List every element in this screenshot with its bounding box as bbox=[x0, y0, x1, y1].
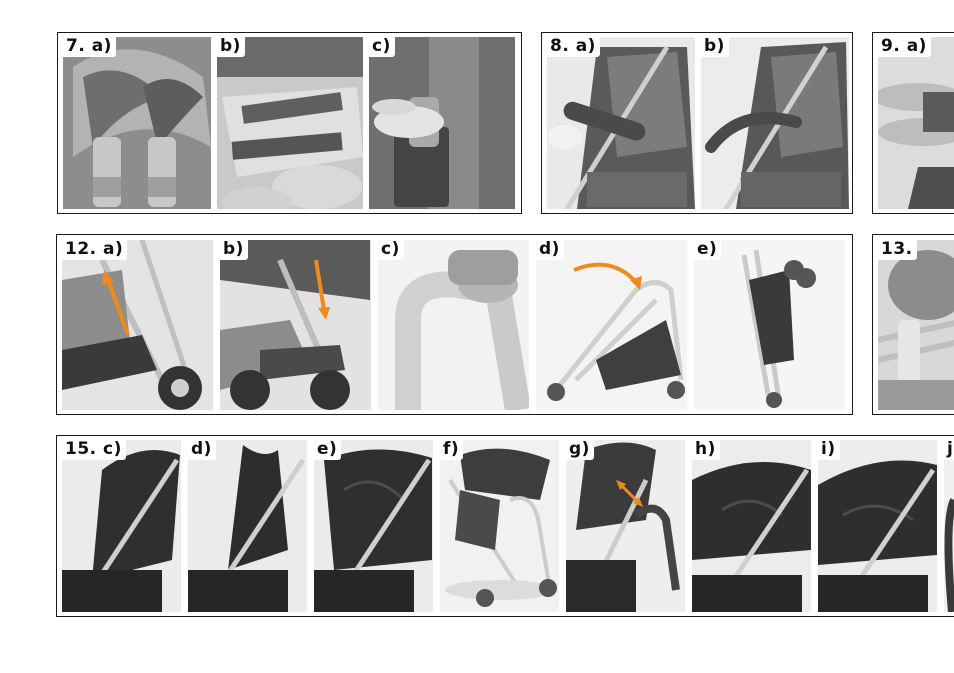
label-8b: b) bbox=[701, 37, 729, 57]
photo-12a: 12. a) bbox=[62, 240, 213, 410]
foot-press-lever-illustration bbox=[220, 240, 371, 410]
photo-8b: b) bbox=[701, 37, 849, 209]
figure-group-8: 8. a) b) bbox=[541, 32, 853, 214]
foot-release-lever-illustration bbox=[62, 240, 213, 410]
figure-group-15: 15. c) d) e) f) bbox=[56, 435, 954, 617]
photo-15f: f) bbox=[440, 440, 559, 612]
folding-hands-illustration bbox=[878, 37, 954, 209]
photo-13: 13. bbox=[878, 240, 954, 410]
folding-stroller-illustration bbox=[536, 240, 687, 410]
arrow-up-icon bbox=[102, 270, 130, 336]
label-15g: g) bbox=[566, 440, 594, 460]
locking-strap-illustration bbox=[878, 240, 954, 410]
double-arrow-icon bbox=[616, 480, 643, 507]
figure-group-7: 7. a) b) c) bbox=[57, 32, 522, 214]
handle-joint-illustration bbox=[378, 240, 529, 410]
canopy-final-illustration bbox=[944, 440, 954, 612]
canopy-adjust-illustration bbox=[566, 440, 685, 612]
bumper-bar-mounted-illustration bbox=[701, 37, 849, 209]
label-15j: j bbox=[944, 440, 954, 460]
label-13: 13. bbox=[878, 240, 917, 260]
label-12a: 12. a) bbox=[62, 240, 128, 260]
label-7b: b) bbox=[217, 37, 245, 57]
figure-group-13: 13. bbox=[872, 234, 954, 415]
label-7c: c) bbox=[369, 37, 395, 57]
stroller-side-view-illustration bbox=[440, 440, 559, 612]
figure-group-12: 12. a) b) bbox=[56, 234, 853, 415]
label-7a: 7. a) bbox=[63, 37, 116, 57]
label-15e: e) bbox=[314, 440, 342, 460]
photo-15i: i) bbox=[818, 440, 937, 612]
figure-group-9: 9. a) bbox=[872, 32, 954, 214]
label-15c: 15. c) bbox=[62, 440, 126, 460]
photo-7b: b) bbox=[217, 37, 363, 209]
label-15f: f) bbox=[440, 440, 464, 460]
label-12b: b) bbox=[220, 240, 248, 260]
photo-12c: c) bbox=[378, 240, 529, 410]
canopy-fold-e-illustration bbox=[314, 440, 433, 612]
folded-stroller-illustration bbox=[694, 240, 845, 410]
label-12c: c) bbox=[378, 240, 404, 260]
canopy-fold-d-illustration bbox=[188, 440, 307, 612]
label-8a: 8. a) bbox=[547, 37, 600, 57]
harness-pad-illustration bbox=[369, 37, 515, 209]
photo-12b: b) bbox=[220, 240, 371, 410]
photo-12d: d) bbox=[536, 240, 687, 410]
photo-7c: c) bbox=[369, 37, 515, 209]
photo-15h: h) bbox=[692, 440, 811, 612]
photo-9a: 9. a) bbox=[878, 37, 954, 209]
canopy-extended-i-illustration bbox=[818, 440, 937, 612]
velcro-strap-illustration bbox=[217, 37, 363, 209]
bumper-bar-attach-illustration bbox=[547, 37, 695, 209]
photo-12e: e) bbox=[694, 240, 845, 410]
photo-7a: 7. a) bbox=[63, 37, 211, 209]
label-9a: 9. a) bbox=[878, 37, 931, 57]
photo-8a: 8. a) bbox=[547, 37, 695, 209]
arrow-down-icon bbox=[314, 259, 330, 320]
curved-arrow-icon bbox=[573, 262, 642, 290]
label-12e: e) bbox=[694, 240, 722, 260]
label-15i: i) bbox=[818, 440, 840, 460]
canopy-fold-c-illustration bbox=[62, 440, 181, 612]
label-15d: d) bbox=[188, 440, 216, 460]
photo-15g: g) bbox=[566, 440, 685, 612]
label-15h: h) bbox=[692, 440, 720, 460]
label-12d: d) bbox=[536, 240, 564, 260]
padding-shoulder-illustration bbox=[63, 37, 211, 209]
photo-15e: e) bbox=[314, 440, 433, 612]
photo-15c: 15. c) bbox=[62, 440, 181, 612]
photo-15d: d) bbox=[188, 440, 307, 612]
canopy-extended-h-illustration bbox=[692, 440, 811, 612]
photo-15j: j bbox=[944, 440, 954, 612]
